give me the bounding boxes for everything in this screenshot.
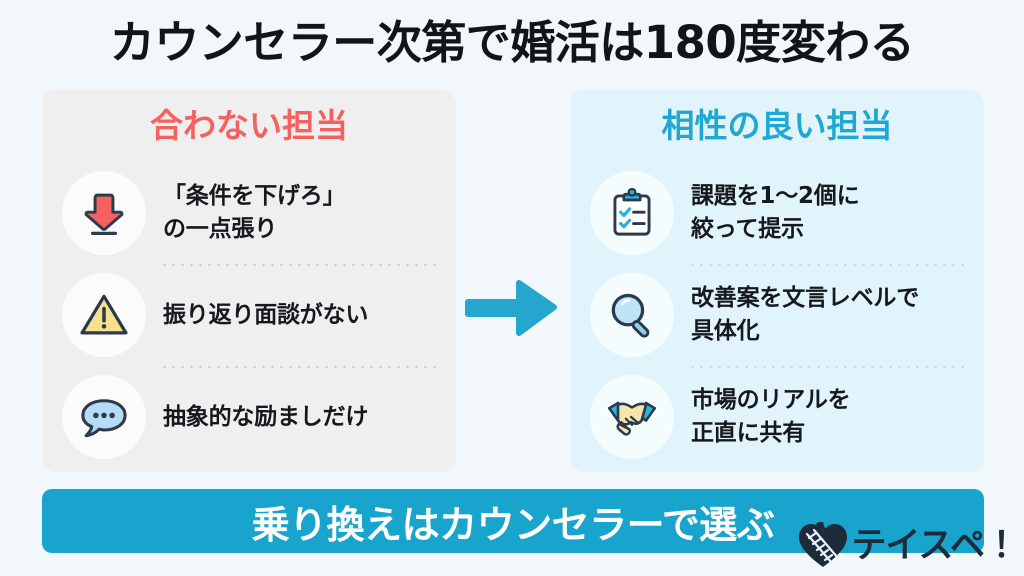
panel-negative-heading: 合わない担当 [150, 106, 348, 145]
warning-triangle-icon [62, 273, 146, 357]
list-item-text: 課題を1〜2個に 絞って提示 [691, 180, 860, 246]
heart-ladder-logo-icon [797, 521, 849, 570]
list-item-line1: 「条件を下げろ」 [163, 183, 346, 209]
list-item-line2: の一点張り [163, 216, 278, 242]
watermark: テイスペ！ [797, 518, 1019, 574]
list-item-text: 改善案を文言レベルで 具体化 [691, 282, 919, 348]
panel-negative: 合わない担当 「条件を下げろ」 の一点張り [42, 90, 456, 472]
list-item: 改善案を文言レベルで 具体化 [570, 264, 984, 366]
clipboard-checklist-icon [590, 171, 674, 255]
handshake-icon [590, 375, 674, 459]
down-arrow-icon [62, 171, 146, 255]
list-item-text: 「条件を下げろ」 の一点張り [163, 180, 346, 246]
magnifying-glass-icon [590, 273, 674, 357]
list-item-text: 振り返り面談がない [163, 299, 368, 332]
list-item: 振り返り面談がない [42, 264, 456, 366]
list-item-line2: 正直に共有 [691, 420, 806, 446]
list-item-line1: 抽象的な励ましだけ [163, 403, 369, 430]
list-item-line1: 市場のリアルを [691, 387, 851, 413]
panel-positive-heading: 相性の良い担当 [661, 106, 893, 145]
list-item-line1: 改善案を文言レベルで [691, 285, 920, 311]
watermark-text: テイスペ！ [851, 526, 1019, 566]
right-arrow-icon [462, 275, 562, 341]
list-item: 「条件を下げろ」 の一点張り [42, 162, 456, 264]
panel-positive: 相性の良い担当 課題を1〜2個に 絞って提示 [570, 90, 984, 472]
list-item-text: 市場のリアルを 正直に共有 [691, 384, 851, 450]
list-item-line1: 振り返り面談がない [163, 301, 369, 328]
panel-positive-list: 課題を1〜2個に 絞って提示 改善案を文言レベルで 具体化 [570, 162, 984, 468]
list-item: 課題を1〜2個に 絞って提示 [570, 162, 984, 264]
list-item-text: 抽象的な励ましだけ [163, 401, 368, 434]
panel-negative-list: 「条件を下げろ」 の一点張り 振り返り面談がない [42, 162, 456, 468]
page-title: カウンセラー次第で婚活は180度変わる [109, 16, 915, 69]
banner-text: 乗り換えはカウンセラーで選ぶ [251, 502, 775, 547]
list-item: 市場のリアルを 正直に共有 [570, 366, 984, 468]
speech-bubble-icon [62, 375, 146, 459]
list-item-line2: 具体化 [691, 318, 760, 344]
list-item-line2: 絞って提示 [691, 216, 804, 242]
list-item-line1: 課題を1〜2個に [691, 183, 860, 209]
list-item: 抽象的な励ましだけ [42, 366, 456, 468]
